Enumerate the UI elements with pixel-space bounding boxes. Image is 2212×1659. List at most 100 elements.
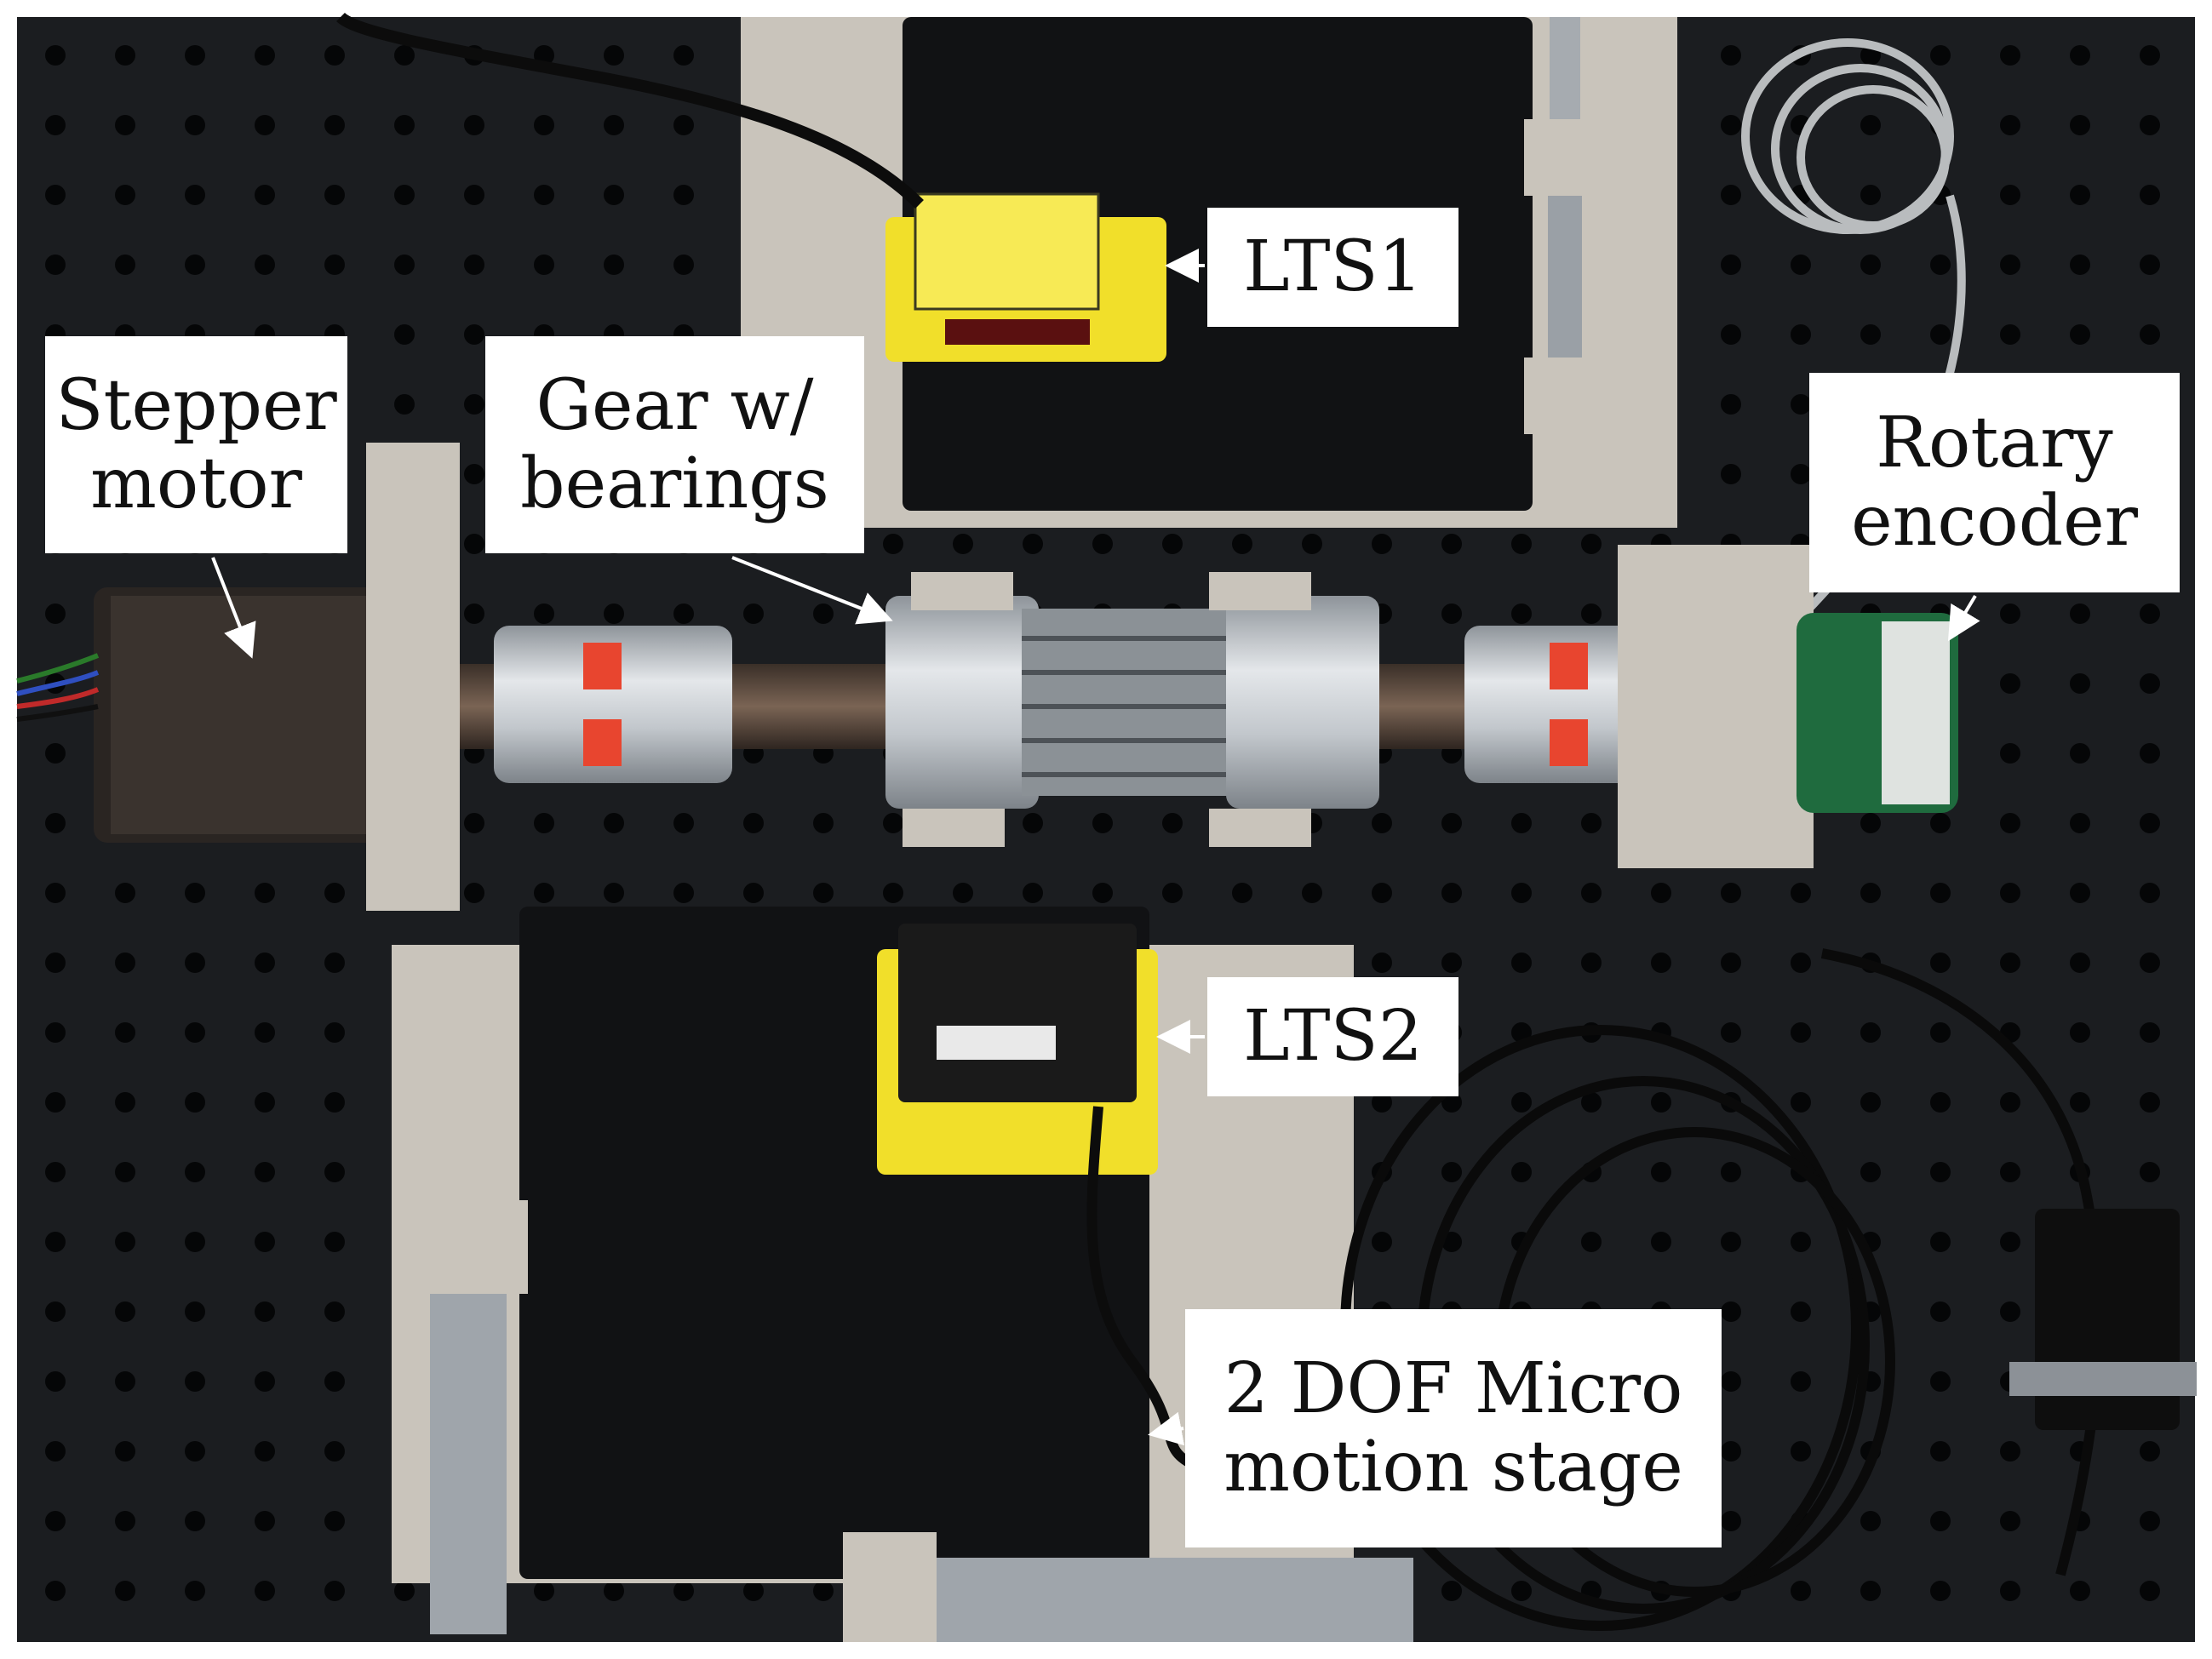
table-hole bbox=[1930, 1092, 1951, 1113]
table-hole bbox=[813, 604, 834, 624]
table-hole bbox=[45, 604, 66, 624]
table-hole bbox=[1721, 464, 1741, 484]
table-hole bbox=[324, 115, 345, 135]
table-hole bbox=[1651, 1162, 1671, 1182]
table-hole bbox=[394, 324, 415, 345]
table-hole bbox=[2000, 883, 2020, 903]
table-hole bbox=[1860, 813, 1881, 833]
table-hole bbox=[2000, 1162, 2020, 1182]
table-hole bbox=[1581, 883, 1602, 903]
table-hole bbox=[1721, 45, 1741, 66]
table-hole bbox=[1651, 952, 1671, 973]
arrow-rotary-encoder bbox=[1947, 594, 1980, 642]
bearing-block-top-right bbox=[1209, 572, 1311, 610]
table-hole bbox=[115, 115, 135, 135]
left-coupling bbox=[494, 626, 732, 783]
right-coupling-insert-bottom bbox=[1550, 719, 1588, 766]
table-hole bbox=[2070, 1581, 2090, 1601]
lts2-sensor-label bbox=[937, 1026, 1056, 1060]
table-hole bbox=[185, 952, 205, 973]
table-hole bbox=[1721, 1301, 1741, 1322]
table-hole bbox=[1721, 324, 1741, 345]
table-hole bbox=[534, 604, 554, 624]
table-hole bbox=[1721, 115, 1741, 135]
table-hole bbox=[2140, 673, 2160, 694]
table-hole bbox=[464, 324, 484, 345]
table-hole bbox=[1441, 604, 1462, 624]
table-hole bbox=[1860, 1022, 1881, 1043]
table-hole bbox=[1791, 1301, 1811, 1322]
left-coupling-insert-top bbox=[583, 643, 622, 689]
table-hole bbox=[2000, 115, 2020, 135]
table-hole bbox=[324, 1022, 345, 1043]
table-hole bbox=[604, 255, 624, 275]
bearing-block-bottom-left bbox=[903, 809, 1005, 847]
table-hole bbox=[1930, 1232, 1951, 1252]
table-hole bbox=[2000, 255, 2020, 275]
table-hole bbox=[1441, 883, 1462, 903]
table-hole bbox=[604, 813, 624, 833]
table-hole bbox=[673, 1581, 694, 1601]
table-hole bbox=[115, 1441, 135, 1462]
table-hole bbox=[185, 45, 205, 66]
table-hole bbox=[324, 45, 345, 66]
table-hole bbox=[394, 45, 415, 66]
stepper-motor-fins bbox=[111, 596, 392, 834]
table-hole bbox=[1791, 1092, 1811, 1113]
table-hole bbox=[255, 1162, 275, 1182]
table-hole bbox=[2070, 45, 2090, 66]
table-hole bbox=[1860, 1511, 1881, 1531]
table-hole bbox=[534, 813, 554, 833]
table-hole bbox=[324, 1162, 345, 1182]
table-hole bbox=[255, 255, 275, 275]
table-hole bbox=[1721, 1371, 1741, 1392]
table-hole bbox=[255, 1511, 275, 1531]
table-hole bbox=[2140, 115, 2160, 135]
table-hole bbox=[45, 115, 66, 135]
top-stage-micrometer-block bbox=[1524, 119, 1618, 196]
encoder-mount-plate bbox=[1618, 545, 1814, 868]
lts1-cable bbox=[336, 12, 924, 209]
table-hole bbox=[2140, 743, 2160, 764]
table-hole bbox=[1791, 883, 1811, 903]
gear-bearing-left bbox=[885, 596, 1039, 809]
table-hole bbox=[464, 255, 484, 275]
table-hole bbox=[2000, 1511, 2020, 1531]
table-hole bbox=[115, 883, 135, 903]
label-gear-bearings-line2: bearings bbox=[520, 443, 829, 524]
table-hole bbox=[673, 883, 694, 903]
table-hole bbox=[2000, 1441, 2020, 1462]
table-hole bbox=[45, 45, 66, 66]
table-hole bbox=[185, 1092, 205, 1113]
bearing-block-bottom-right bbox=[1209, 809, 1311, 847]
label-stepper-motor-line2: motor bbox=[90, 443, 302, 524]
arrow-stepper-motor bbox=[211, 557, 256, 659]
table-hole bbox=[45, 952, 66, 973]
table-hole bbox=[604, 604, 624, 624]
table-hole bbox=[464, 813, 484, 833]
table-hole bbox=[2140, 813, 2160, 833]
table-hole bbox=[2140, 45, 2160, 66]
rotary-encoder-label bbox=[1882, 621, 1950, 804]
table-hole bbox=[604, 115, 624, 135]
table-hole bbox=[2070, 952, 2090, 973]
table-hole bbox=[324, 1441, 345, 1462]
table-hole bbox=[1023, 534, 1043, 554]
table-hole bbox=[2070, 673, 2090, 694]
table-hole bbox=[534, 115, 554, 135]
table-hole bbox=[2140, 1022, 2160, 1043]
label-lts2-text: LTS2 bbox=[1243, 996, 1423, 1078]
table-hole bbox=[324, 1581, 345, 1601]
controller-box bbox=[2035, 1209, 2180, 1430]
table-hole bbox=[45, 1092, 66, 1113]
table-hole bbox=[1581, 952, 1602, 973]
table-hole bbox=[2140, 1511, 2160, 1531]
table-hole bbox=[2140, 324, 2160, 345]
table-hole bbox=[2070, 115, 2090, 135]
table-hole bbox=[2140, 1441, 2160, 1462]
table-hole bbox=[394, 115, 415, 135]
table-hole bbox=[1721, 394, 1741, 415]
table-hole bbox=[255, 1232, 275, 1252]
table-hole bbox=[1721, 883, 1741, 903]
table-hole bbox=[185, 1511, 205, 1531]
